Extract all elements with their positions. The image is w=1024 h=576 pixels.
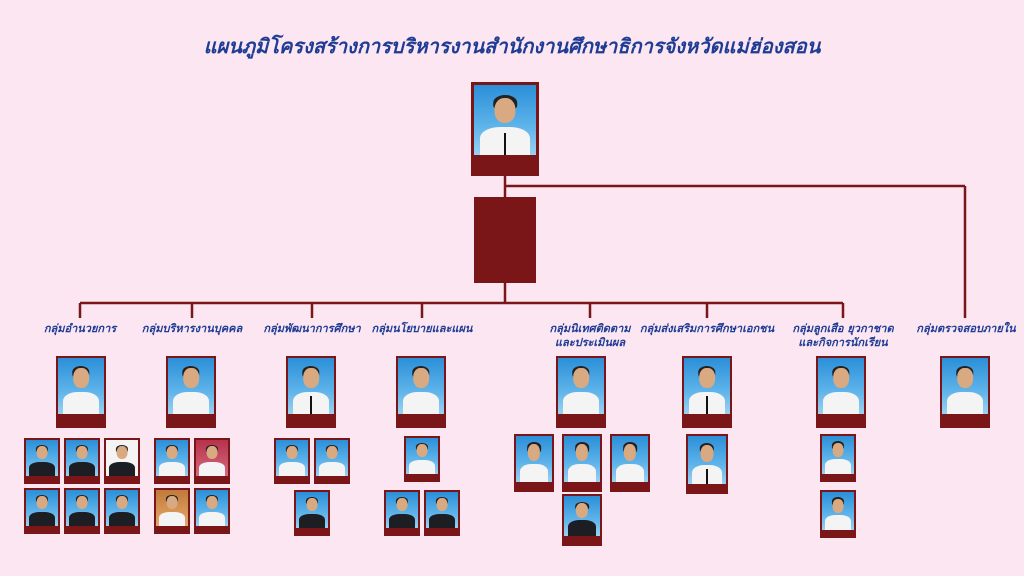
member-card [556, 356, 606, 428]
member-card [194, 488, 230, 534]
group-label-supervision: กลุ่มนิเทศติดตาม และประเมินผล [549, 322, 631, 349]
member-card [24, 488, 60, 534]
member-card [424, 490, 460, 536]
group-label-personnel: กลุ่มบริหารงานบุคคล [141, 322, 243, 335]
member-card [314, 438, 350, 484]
member-card [24, 438, 60, 484]
deputy-box [474, 197, 536, 283]
group-label-policy: กลุ่มนโยบายและแผน [371, 322, 473, 335]
member-card [820, 434, 856, 482]
member-card [56, 356, 106, 428]
director-card [471, 82, 539, 176]
member-card [384, 490, 420, 536]
member-card [682, 356, 732, 428]
member-card [294, 490, 330, 536]
member-card [104, 488, 140, 534]
member-card [64, 438, 100, 484]
member-card [562, 494, 602, 546]
member-card [154, 488, 190, 534]
member-card [562, 434, 602, 492]
member-card [274, 438, 310, 484]
group-label-private-education: กลุ่มส่งเสริมการศึกษาเอกชน [639, 322, 775, 335]
group-label-administration: กลุ่มอำนวยการ [43, 322, 117, 335]
member-card [610, 434, 650, 492]
group-label-internal-audit: กลุ่มตรวจสอบภายใน [916, 322, 1016, 335]
member-card [404, 436, 440, 482]
member-card [940, 356, 990, 428]
member-card [64, 488, 100, 534]
group-label-scouts: กลุ่มลูกเสือ ยุวกาชาด และกิจการนักเรียน [792, 322, 894, 349]
member-card [166, 356, 216, 428]
member-card [396, 356, 446, 428]
member-card [514, 434, 554, 492]
member-card [820, 490, 856, 538]
member-card [686, 434, 728, 494]
page-title: แผนภูมิโครงสร้างการบริหารงานสำนักงานศึกษ… [203, 34, 821, 58]
member-card [286, 356, 336, 428]
member-card [816, 356, 866, 428]
member-card [104, 438, 140, 484]
member-card [154, 438, 190, 484]
member-card [194, 438, 230, 484]
director-photo [474, 85, 536, 155]
group-label-development: กลุ่มพัฒนาการศึกษา [263, 322, 361, 335]
